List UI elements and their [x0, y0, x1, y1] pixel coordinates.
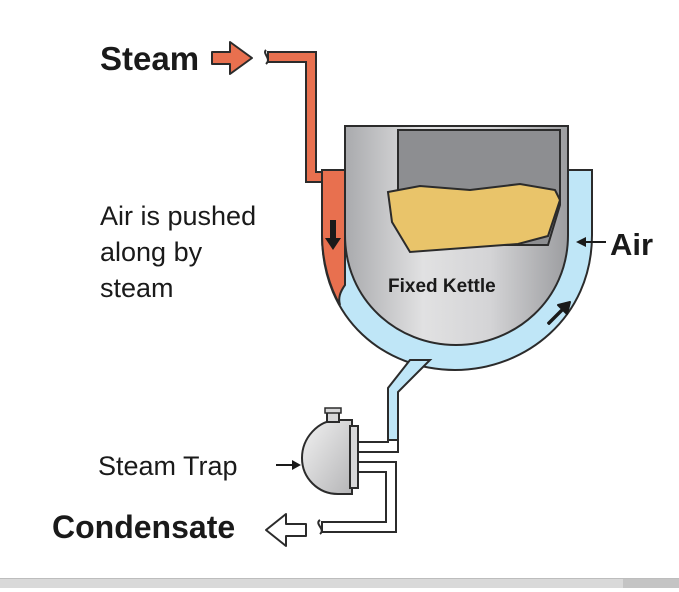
bottom-strip-end — [623, 579, 679, 588]
condensate-arrow-icon — [265, 513, 307, 547]
air-pushed-line-2: along by — [100, 237, 203, 267]
air-pushed-line-1: Air is pushed — [100, 201, 257, 231]
steam-flow-arrow-icon — [325, 220, 341, 250]
bottom-scrollbar-strip — [0, 578, 679, 588]
air-flow-arrow-icon — [547, 301, 571, 325]
steam-pipe-break — [264, 49, 269, 65]
fixed-kettle-label: Fixed Kettle — [388, 276, 496, 297]
trap-pointer-icon — [292, 460, 301, 470]
steam-arrow-icon — [211, 41, 253, 75]
condensate-pipe-break — [317, 519, 323, 535]
steam-inlet-pipe — [267, 51, 339, 183]
air-pointer-icon — [576, 237, 586, 247]
steam-trap-label: Steam Trap — [98, 451, 238, 481]
trap-inlet-pipe — [357, 439, 399, 453]
steam-label: Steam — [100, 40, 200, 77]
air-pushed-line-3: steam — [100, 273, 174, 303]
air-pushed-label: Air is pushed along by steam — [100, 198, 300, 306]
condensate-pipe — [321, 461, 397, 533]
condensate-label: Condensate — [52, 509, 236, 545]
steam-trap — [300, 407, 359, 495]
jacket-drain-pipe — [387, 359, 433, 441]
air-label: Air — [610, 227, 654, 262]
kettle-contents — [386, 182, 562, 254]
